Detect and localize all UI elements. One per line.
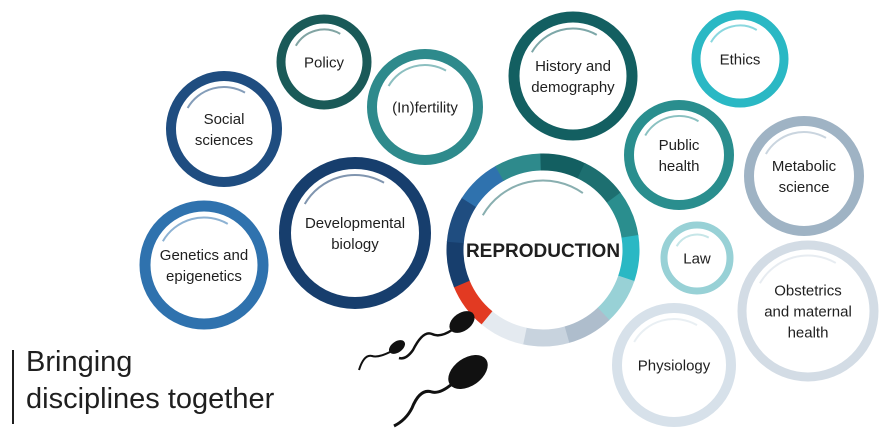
hub-ring-segment bbox=[597, 275, 635, 321]
bubble-highlight bbox=[675, 233, 710, 247]
discipline-bubble-social: Social sciences bbox=[166, 71, 282, 187]
discipline-bubble-genetics: Genetics and epigenetics bbox=[139, 200, 269, 330]
discipline-label: and maternal bbox=[764, 303, 852, 320]
hub-ring-segment bbox=[606, 192, 639, 239]
bubble-highlight bbox=[710, 24, 758, 43]
discipline-label: Physiology bbox=[638, 357, 711, 374]
tagline-line-2: disciplines together bbox=[26, 383, 275, 415]
hub-ring-segment bbox=[539, 153, 586, 179]
bubble-highlight bbox=[303, 174, 385, 205]
sperm-small-left bbox=[358, 340, 406, 371]
hub-ring-segment bbox=[446, 241, 470, 288]
bubble-ring bbox=[139, 200, 269, 330]
discipline-label: demography bbox=[531, 79, 615, 96]
discipline-label: sciences bbox=[195, 132, 253, 149]
discipline-label: (In)fertility bbox=[392, 99, 458, 116]
discipline-label: Genetics and bbox=[160, 247, 248, 264]
bubble-ring bbox=[367, 49, 483, 165]
bubble-highlight bbox=[294, 28, 341, 47]
hub-ring-segment bbox=[577, 163, 621, 204]
bubble-highlight bbox=[759, 254, 837, 284]
discipline-label: health bbox=[659, 158, 700, 175]
discipline-label: Ethics bbox=[720, 51, 761, 68]
discipline-bubble-policy: Policy bbox=[276, 14, 372, 110]
hub-ring-segment bbox=[453, 279, 493, 325]
bubble-ring bbox=[744, 116, 864, 236]
bubble-ring bbox=[276, 14, 372, 110]
hub-ring-segment bbox=[563, 307, 610, 344]
bubble-ring bbox=[612, 303, 736, 427]
discipline-bubble-infertility: (In)fertility bbox=[367, 49, 483, 165]
bubble-ring bbox=[624, 100, 734, 210]
discipline-label: Developmental bbox=[305, 215, 405, 232]
discipline-bubble-developmental: Developmental biology bbox=[279, 157, 431, 309]
discipline-label: Social bbox=[204, 111, 245, 128]
reproduction-hub: REPRODUCTION bbox=[446, 153, 640, 347]
hub-ring-segment bbox=[481, 310, 527, 345]
hub-ring-segment bbox=[446, 197, 477, 244]
bubble-highlight bbox=[633, 318, 698, 343]
bubble-highlight bbox=[186, 86, 246, 109]
discipline-bubble-ethics: Ethics bbox=[691, 10, 789, 108]
discipline-bubble-history: History and demography bbox=[508, 11, 638, 141]
bubble-highlight bbox=[161, 216, 229, 242]
discipline-label: Public bbox=[659, 137, 700, 154]
discipline-bubble-metabolic: Metabolic science bbox=[744, 116, 864, 236]
bubble-highlight bbox=[765, 131, 827, 155]
bubble-ring bbox=[279, 157, 431, 309]
bubble-highlight bbox=[644, 115, 699, 137]
sperm-small-middle bbox=[398, 311, 475, 360]
discipline-label: biology bbox=[331, 236, 379, 253]
hub-ring-segment bbox=[617, 235, 640, 282]
bubble-ring bbox=[166, 71, 282, 187]
hub-ring-segment bbox=[495, 153, 542, 182]
hub-highlight bbox=[481, 179, 584, 216]
discipline-label: History and bbox=[535, 58, 611, 75]
tagline: Bringing disciplines together bbox=[12, 344, 352, 428]
bubble-highlight bbox=[387, 64, 447, 87]
discipline-label: science bbox=[779, 179, 830, 196]
bubble-ring bbox=[691, 10, 789, 108]
discipline-bubble-public-health: Public health bbox=[624, 100, 734, 210]
tagline-text: Bringing disciplines together bbox=[26, 344, 274, 418]
tagline-divider bbox=[12, 350, 14, 424]
discipline-bubble-physiology: Physiology bbox=[612, 303, 736, 427]
hub-ring-segment bbox=[461, 165, 505, 208]
hub-inner bbox=[465, 172, 621, 328]
discipline-label: Law bbox=[683, 250, 711, 267]
bubble-ring bbox=[737, 240, 879, 382]
sperm-illustration bbox=[358, 311, 488, 428]
bubble-highlight bbox=[530, 27, 598, 53]
discipline-label: Obstetrics bbox=[774, 282, 842, 299]
bubble-ring bbox=[508, 11, 638, 141]
discipline-bubble-law: Law bbox=[660, 221, 734, 295]
hub-label: REPRODUCTION bbox=[466, 241, 620, 262]
tagline-line-1: Bringing bbox=[26, 346, 133, 378]
discipline-label: epigenetics bbox=[166, 268, 242, 285]
discipline-label: Policy bbox=[304, 54, 345, 71]
discipline-bubble-obstetrics: Obstetrics and maternal health bbox=[737, 240, 879, 382]
discipline-label: health bbox=[788, 324, 829, 341]
sperm-large bbox=[393, 354, 488, 428]
hub-ring-segment bbox=[522, 326, 570, 347]
discipline-label: Metabolic bbox=[772, 158, 837, 175]
